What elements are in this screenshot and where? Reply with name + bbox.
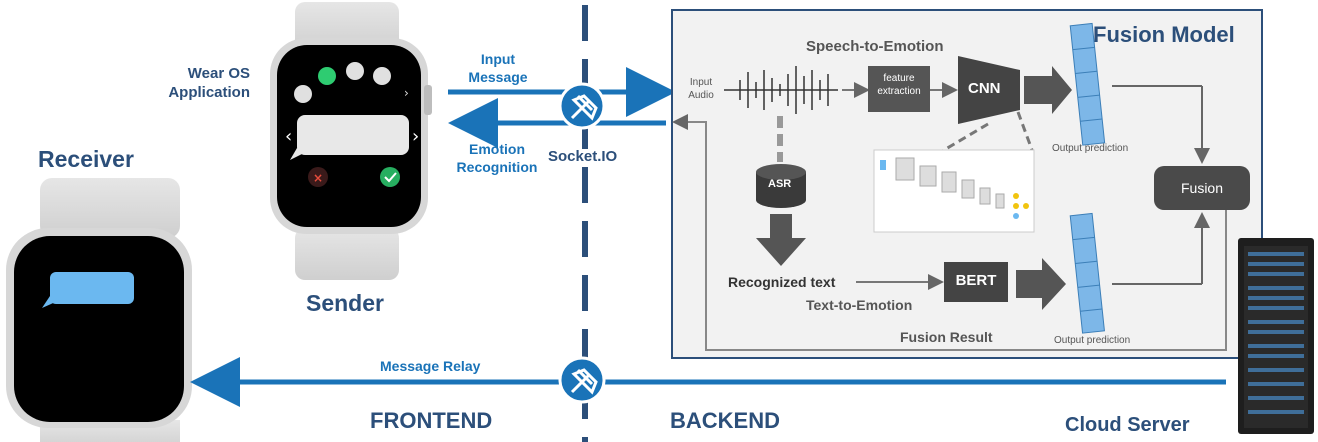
sender-message-bubble — [297, 115, 409, 155]
emoji-sad-icon — [318, 67, 336, 85]
bert-box — [944, 262, 1008, 302]
sender-watch: › ‹ › × — [270, 2, 432, 280]
chevron-left-icon: ‹ — [285, 126, 292, 147]
backend-label: BACKEND — [670, 408, 780, 433]
feature-extraction-box — [868, 66, 930, 112]
output-prediction-bottom-bar — [1069, 212, 1105, 334]
socketio-label: Socket.IO — [548, 148, 618, 165]
output-prediction-bottom-label: Output prediction — [1054, 335, 1131, 346]
input-audio-label: Input Audio — [688, 77, 714, 101]
message-relay-label: Message Relay — [380, 358, 481, 374]
fusion-box — [1154, 166, 1250, 210]
chevron-right-icon: › — [412, 126, 419, 147]
fusion-model-title: Fusion Model — [1093, 22, 1235, 47]
plug-icon — [558, 82, 606, 130]
cnn-label: CNN — [968, 80, 1001, 97]
asr-label: ASR — [768, 178, 792, 190]
input-message-label: Input Message — [468, 51, 528, 85]
fusion-label: Fusion — [1180, 180, 1224, 196]
chevron-right-icon: › — [404, 86, 409, 100]
cloud-server-label: Cloud Server — [1065, 414, 1190, 436]
server-rack-icon — [1238, 238, 1314, 434]
emotion-recognition-label: Emotion Recognition — [456, 141, 538, 175]
feature-extraction-label: feature extraction — [877, 73, 921, 97]
text-to-emotion-label: Text-to-Emotion — [806, 297, 913, 313]
fusion-result-label: Fusion Result — [900, 329, 993, 345]
bert-label: BERT — [955, 272, 997, 289]
close-icon — [308, 167, 328, 187]
asr-database — [756, 164, 806, 208]
speech-to-emotion-label: Speech-to-Emotion — [806, 38, 944, 55]
wear-os-label: Wear OS Application — [168, 65, 250, 101]
check-icon — [380, 167, 400, 187]
emoji-worried-icon — [373, 67, 391, 85]
frontend-label: FRONTEND — [370, 408, 493, 433]
receiver-message-bubble — [50, 272, 134, 304]
recognized-text-label: Recognized text — [728, 274, 836, 290]
emoji-happy-icon — [294, 85, 312, 103]
audio-waveform — [724, 66, 838, 114]
cnn-block — [958, 56, 1020, 124]
emoji-surprised-icon — [346, 62, 364, 80]
cnn-architecture-thumbnail — [873, 149, 1035, 233]
sender-label: Sender — [306, 290, 384, 316]
svg-text:×: × — [313, 171, 323, 185]
output-prediction-top-bar — [1069, 22, 1106, 146]
receiver-watch — [6, 178, 192, 442]
output-prediction-top-label: Output prediction — [1052, 143, 1129, 154]
receiver-label: Receiver — [38, 146, 134, 172]
plug-icon — [558, 356, 606, 404]
